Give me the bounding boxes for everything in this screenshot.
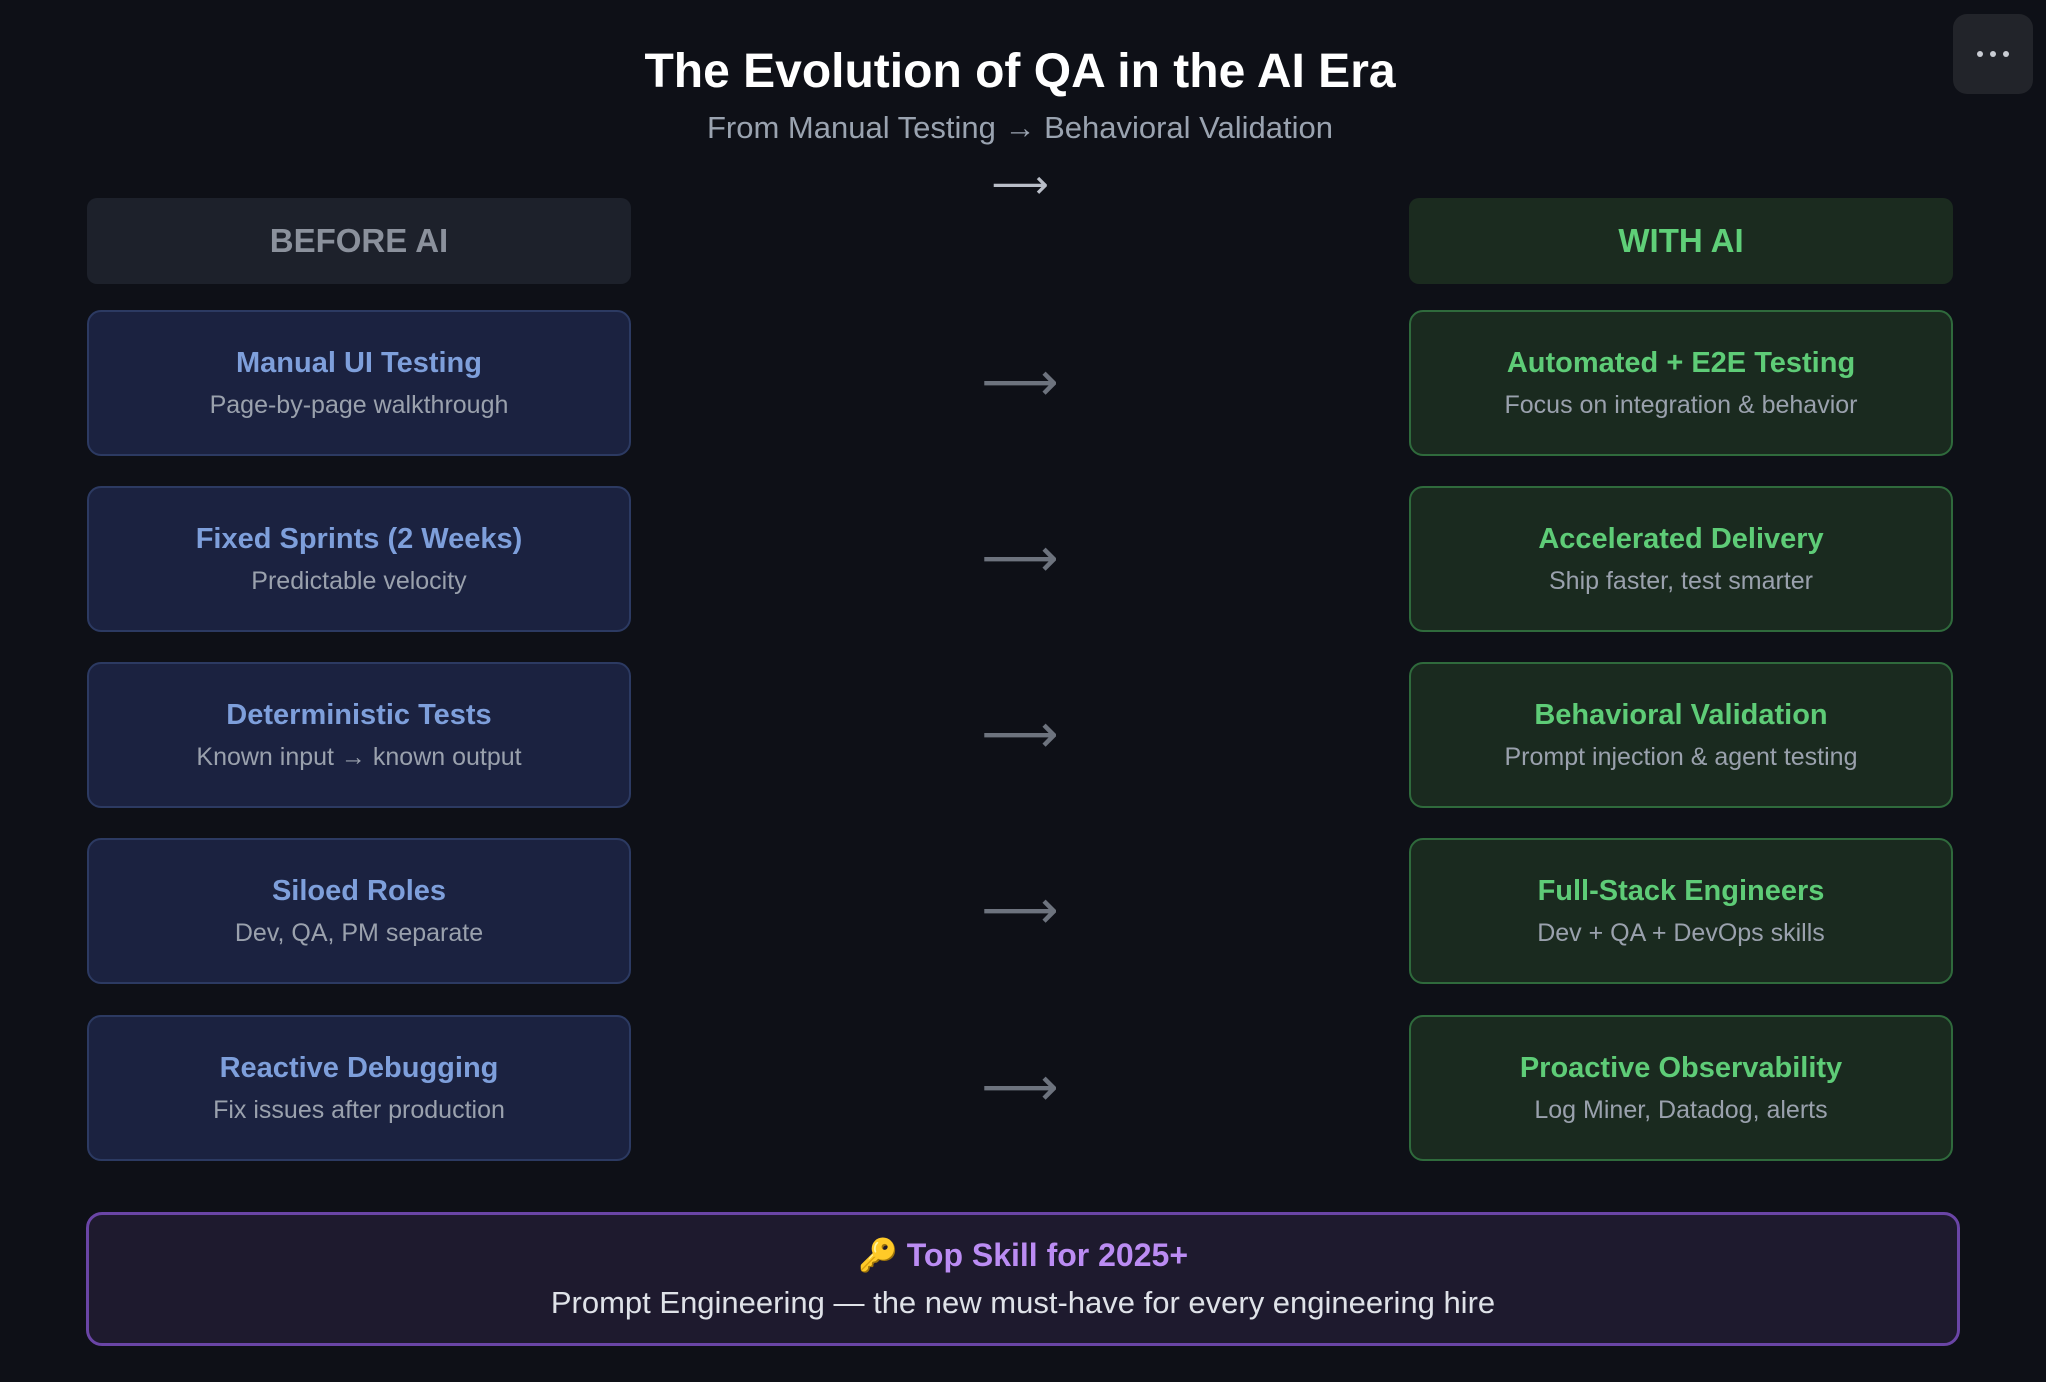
before-card-title: Fixed Sprints (2 Weeks) — [195, 523, 523, 555]
diagram-subtitle: From Manual Testing → Behavioral Validat… — [706, 110, 1334, 145]
before-card: Deterministic Tests Known input → known … — [87, 662, 631, 808]
after-card-title: Proactive Observability — [1519, 1052, 1843, 1084]
before-card: Reactive Debugging Fix issues after prod… — [87, 1015, 631, 1161]
after-card-title: Behavioral Validation — [1534, 699, 1828, 731]
transition-arrow-icon: ⟶ — [981, 880, 1059, 940]
transition-arrow-icon: ⟶ — [981, 352, 1059, 412]
more-horizontal-icon-dot — [2003, 51, 2009, 57]
before-card-title: Reactive Debugging — [219, 1052, 499, 1084]
before-card: Siloed Roles Dev, QA, PM separate — [87, 838, 631, 984]
more-options-button[interactable] — [1953, 14, 2033, 94]
top-arrow-icon: ⟶ — [991, 163, 1049, 207]
after-card-desc: Log Miner, Datadog, alerts — [1534, 1096, 1828, 1124]
after-card: Behavioral Validation Prompt injection &… — [1409, 662, 1953, 808]
before-card-desc: Dev, QA, PM separate — [234, 919, 484, 947]
after-card: Full-Stack Engineers Dev + QA + DevOps s… — [1409, 838, 1953, 984]
top-skill-banner: 🔑 Top Skill for 2025+ Prompt Engineering… — [86, 1212, 1960, 1346]
before-card: Manual UI Testing Page-by-page walkthrou… — [87, 310, 631, 456]
more-horizontal-icon-dot — [1990, 51, 1996, 57]
more-horizontal-icon — [1977, 51, 1983, 57]
after-card: Proactive Observability Log Miner, Datad… — [1409, 1015, 1953, 1161]
before-card-title: Deterministic Tests — [226, 699, 492, 731]
after-card-title: Automated + E2E Testing — [1506, 347, 1856, 379]
after-card-title: Accelerated Delivery — [1538, 523, 1824, 555]
before-card-desc: Predictable velocity — [251, 567, 467, 595]
top-skill-title: 🔑 Top Skill for 2025+ — [857, 1237, 1188, 1273]
after-card-desc: Ship faster, test smarter — [1549, 567, 1813, 595]
after-card: Automated + E2E Testing Focus on integra… — [1409, 310, 1953, 456]
with-ai-header: WITH AI — [1409, 198, 1953, 284]
before-card: Fixed Sprints (2 Weeks) Predictable velo… — [87, 486, 631, 632]
transition-arrow-icon: ⟶ — [981, 704, 1059, 764]
top-skill-desc: Prompt Engineering — the new must-have f… — [550, 1285, 1496, 1320]
after-card-desc: Prompt injection & agent testing — [1504, 743, 1858, 771]
before-card-desc: Known input → known output — [196, 743, 522, 771]
after-card-title: Full-Stack Engineers — [1537, 875, 1825, 907]
before-card-desc: Fix issues after production — [213, 1096, 505, 1124]
after-card-desc: Focus on integration & behavior — [1504, 391, 1858, 419]
before-card-title: Siloed Roles — [271, 875, 447, 907]
before-card-title: Manual UI Testing — [236, 347, 482, 379]
before-card-desc: Page-by-page walkthrough — [209, 391, 509, 419]
after-card-desc: Dev + QA + DevOps skills — [1537, 919, 1825, 947]
transition-arrow-icon: ⟶ — [981, 1057, 1059, 1117]
transition-arrow-icon: ⟶ — [981, 528, 1059, 588]
diagram-title: The Evolution of QA in the AI Era — [644, 45, 1396, 98]
after-card: Accelerated Delivery Ship faster, test s… — [1409, 486, 1953, 632]
before-ai-header: BEFORE AI — [87, 198, 631, 284]
